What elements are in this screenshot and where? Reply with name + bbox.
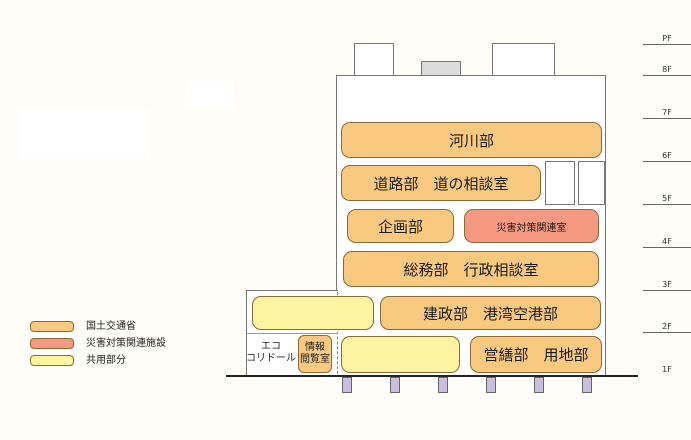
floor-tick bbox=[643, 118, 691, 119]
info-room-line2: 閲覧室 bbox=[300, 354, 330, 365]
rooftop-structure-left bbox=[354, 43, 394, 76]
floor-tick bbox=[643, 204, 691, 205]
pillar bbox=[582, 377, 592, 393]
floor-label-2f: 2F bbox=[662, 322, 672, 331]
floor-label-6f: 6F bbox=[662, 151, 672, 160]
rooftop-structure-right bbox=[492, 43, 555, 76]
pillar bbox=[534, 377, 544, 393]
room-planning-department: 企画部 bbox=[347, 209, 454, 243]
eco-corridor-label: エコ コリドール bbox=[246, 341, 296, 365]
rooftop-structure-center bbox=[421, 61, 461, 76]
floor-label-8f: 8F bbox=[662, 65, 672, 74]
pillar bbox=[486, 377, 496, 393]
room-common-1f bbox=[341, 336, 460, 373]
floor-tick bbox=[643, 332, 691, 333]
room-road-department: 道路部 道の相談室 bbox=[341, 165, 541, 201]
floor-label-1f: 1F bbox=[662, 365, 672, 374]
lightwell-left bbox=[545, 161, 575, 205]
blank-panel-small bbox=[185, 81, 233, 107]
legend-label-common: 共用部分 bbox=[86, 355, 126, 366]
room-construction-port: 建政部 港湾空港部 bbox=[380, 296, 601, 330]
legend-label-disaster: 災害対策関連施設 bbox=[86, 338, 166, 349]
floor-tick bbox=[643, 44, 691, 45]
floor-label-5f: 5F bbox=[662, 194, 672, 203]
floor-tick bbox=[643, 161, 691, 162]
room-common-2f bbox=[252, 296, 374, 330]
info-room-line1: 情報 bbox=[305, 342, 325, 353]
room-repairs-land: 営繕部 用地部 bbox=[470, 336, 602, 373]
lightwell-right bbox=[578, 161, 605, 205]
room-disaster-response: 災害対策関連室 bbox=[464, 209, 599, 243]
legend-label-mlit: 国土交通省 bbox=[86, 321, 136, 332]
floor-tick bbox=[643, 290, 691, 291]
room-river-department: 河川部 bbox=[341, 122, 602, 158]
floor-tick bbox=[643, 247, 691, 248]
floor-label-7f: 7F bbox=[662, 108, 672, 117]
floor-label-pf: PF bbox=[662, 34, 672, 43]
eco-corridor-line2: コリドール bbox=[246, 353, 296, 364]
legend-swatch-common bbox=[30, 355, 74, 366]
lightwell-5f bbox=[545, 161, 605, 205]
floor-label-3f: 3F bbox=[662, 280, 672, 289]
legend-swatch-disaster bbox=[30, 338, 74, 349]
pillar bbox=[438, 377, 448, 393]
pillar bbox=[342, 377, 352, 393]
wing-floor-divider bbox=[246, 333, 338, 334]
floor-tick bbox=[643, 75, 691, 76]
floor-label-4f: 4F bbox=[662, 237, 672, 246]
legend-swatch-mlit bbox=[30, 321, 74, 332]
eco-corridor-line1: エコ bbox=[261, 341, 281, 352]
room-info-reading: 情報 閲覧室 bbox=[298, 335, 332, 373]
pillar bbox=[390, 377, 400, 393]
ground-line bbox=[226, 375, 638, 377]
blank-panel-large bbox=[17, 109, 150, 159]
room-general-affairs: 総務部 行政相談室 bbox=[343, 251, 599, 287]
